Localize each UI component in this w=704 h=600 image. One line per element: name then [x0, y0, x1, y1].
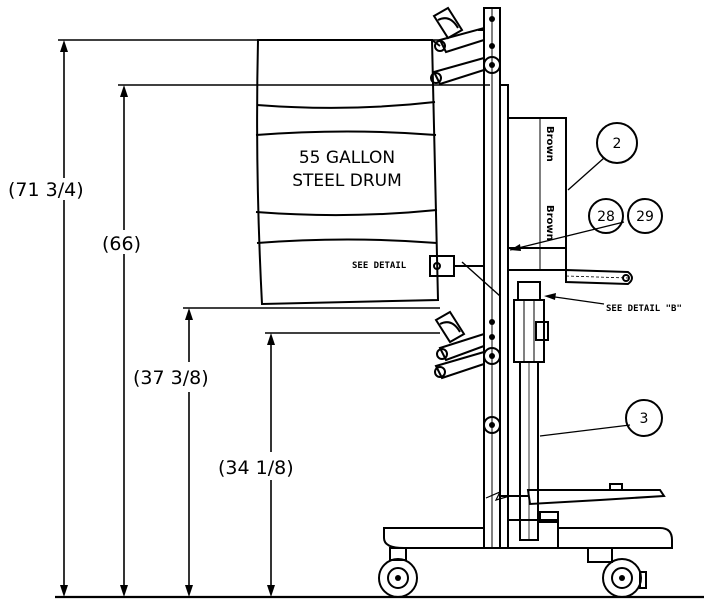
- brand-text-lower: Brown: [544, 205, 555, 241]
- svg-text:29: 29: [636, 209, 654, 225]
- bolt-icon: [489, 334, 495, 340]
- base-block: [507, 519, 559, 549]
- hydraulic-assembly: [513, 281, 549, 541]
- dimension-66-label: (66): [102, 233, 141, 255]
- drum-outline: [256, 39, 440, 306]
- arrow-icon: [267, 333, 275, 345]
- pedal-plate: [526, 489, 666, 506]
- arrow-icon: [60, 40, 68, 52]
- detail-bracket: [429, 255, 501, 297]
- callout-29: 29: [627, 198, 663, 234]
- dimension-34-label: (34 1/8): [218, 457, 294, 479]
- upper-jaw: [432, 6, 464, 40]
- arrow-icon: [60, 585, 68, 597]
- control-box-body: [507, 117, 567, 271]
- upper-arm: [438, 26, 485, 54]
- base-frame: [383, 511, 673, 563]
- arrow-icon: [185, 308, 193, 320]
- dimension-lines: [55, 39, 704, 599]
- arrow-icon: [120, 85, 128, 97]
- drum-rib: [256, 101, 436, 109]
- upper-arm-lower: [432, 56, 485, 86]
- callout-28: 28: [588, 198, 624, 234]
- foot-pedal: [485, 483, 666, 506]
- drum-label-line2: STEEL DRUM: [292, 171, 402, 191]
- arrow-icon: [510, 244, 521, 251]
- chain-icon: [485, 490, 511, 501]
- svg-text:3: 3: [640, 411, 649, 427]
- callout-leaders: [509, 157, 631, 437]
- bolt-icon: [489, 16, 495, 22]
- pump-body: [513, 299, 545, 363]
- svg-text:28: 28: [597, 209, 615, 225]
- handle-bar: [565, 268, 633, 286]
- lower-arm-lower: [434, 350, 485, 380]
- lower-jaw: [434, 310, 466, 344]
- mast-rail: [499, 84, 509, 549]
- pump-head: [517, 281, 541, 301]
- brand-text-upper: Brown: [544, 126, 555, 162]
- roller-icon: [483, 416, 501, 434]
- base-left-leg: [383, 527, 485, 549]
- arrow-icon: [267, 585, 275, 597]
- left-wheel-icon: [378, 558, 418, 598]
- drum-label-line1: 55 GALLON: [299, 148, 395, 168]
- lower-arm: [438, 332, 485, 362]
- callout-3: 3: [625, 399, 663, 437]
- arrow-icon: [544, 293, 556, 300]
- see-detail-b-label: SEE DETAIL "B": [606, 304, 682, 314]
- steel-drum: [255, 39, 441, 306]
- arrow-icon: [120, 585, 128, 597]
- caster-wheels: [378, 558, 647, 598]
- see-detail-label: SEE DETAIL: [352, 261, 407, 271]
- lift-mast: [478, 7, 509, 549]
- lower-gripper: [434, 310, 485, 380]
- drum-rib: [256, 238, 438, 244]
- svg-text:2: 2: [613, 136, 622, 152]
- dimension-37-label: (37 3/8): [133, 367, 209, 389]
- drum-rib: [255, 209, 438, 217]
- dimension-overall-label: (71 3/4): [8, 179, 84, 201]
- callout-2: 2: [596, 122, 638, 164]
- base-right-leg: [557, 527, 673, 549]
- bolt-icon: [489, 43, 495, 49]
- upper-gripper: [430, 6, 485, 86]
- arrow-icon: [185, 585, 193, 597]
- drum-rib: [255, 130, 437, 136]
- bolt-icon: [489, 319, 495, 325]
- handle: [565, 268, 633, 286]
